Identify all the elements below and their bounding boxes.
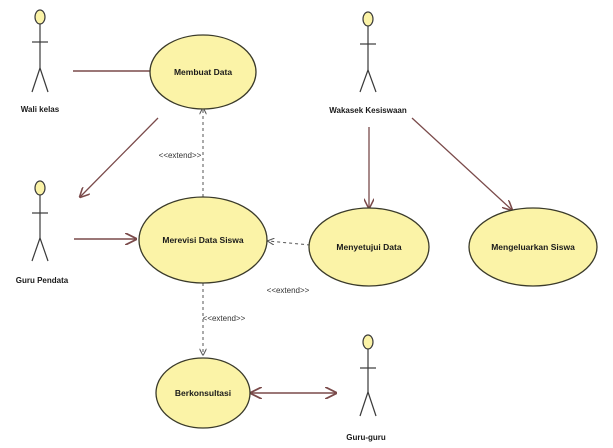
actor-wakasek-kesiswaan: Wakasek Kesiswaan — [329, 11, 407, 115]
guru-pendata-label: Guru Pendata — [16, 276, 69, 285]
actor-wali-kelas: Wali kelas — [21, 9, 60, 114]
extend-label-2: <<extend>> — [267, 286, 310, 295]
usecase-menyetujui-data: Menyetujui Data — [308, 207, 430, 287]
extend-menyetujui-to-merevisi — [268, 241, 311, 246]
usecase-berkonsultasi-label: Berkonsultasi — [175, 388, 231, 398]
usecase-mengeluarkan-siswa: Mengeluarkan Siswa — [468, 207, 598, 287]
usecase-mengeluarkan-siswa-label: Mengeluarkan Siswa — [491, 242, 575, 252]
association-wakasek-mengeluarkan — [411, 117, 512, 210]
actor-guru-pendata: Guru Pendata — [16, 180, 69, 285]
guru-guru-label: Guru-guru — [346, 433, 386, 442]
usecase-merevisi-data-siswa: Merevisi Data Siswa — [138, 196, 268, 284]
usecase-berkonsultasi: Berkonsultasi — [155, 357, 251, 429]
extend-label-3: <<extend>> — [203, 314, 246, 323]
usecase-merevisi-data-siswa-label: Merevisi Data Siswa — [162, 235, 244, 245]
guru-guru-stick-figure-icon — [359, 334, 377, 417]
wakasek-kesiswaan-label: Wakasek Kesiswaan — [329, 106, 407, 115]
wakasek-kesiswaan-stick-figure-icon — [359, 11, 377, 93]
usecase-menyetujui-data-label: Menyetujui Data — [336, 242, 401, 252]
usecase-membuat-data: Membuat Data — [149, 34, 257, 110]
guru-pendata-stick-figure-icon — [31, 180, 49, 262]
usecase-membuat-data-label: Membuat Data — [174, 67, 232, 77]
wali-kelas-stick-figure-icon — [31, 9, 49, 93]
actor-guru-guru: Guru-guru — [346, 334, 386, 442]
extend-label-1: <<extend>> — [159, 151, 202, 160]
wali-kelas-label: Wali kelas — [21, 105, 60, 114]
association-membuat-data-guru-pendata — [80, 117, 159, 197]
